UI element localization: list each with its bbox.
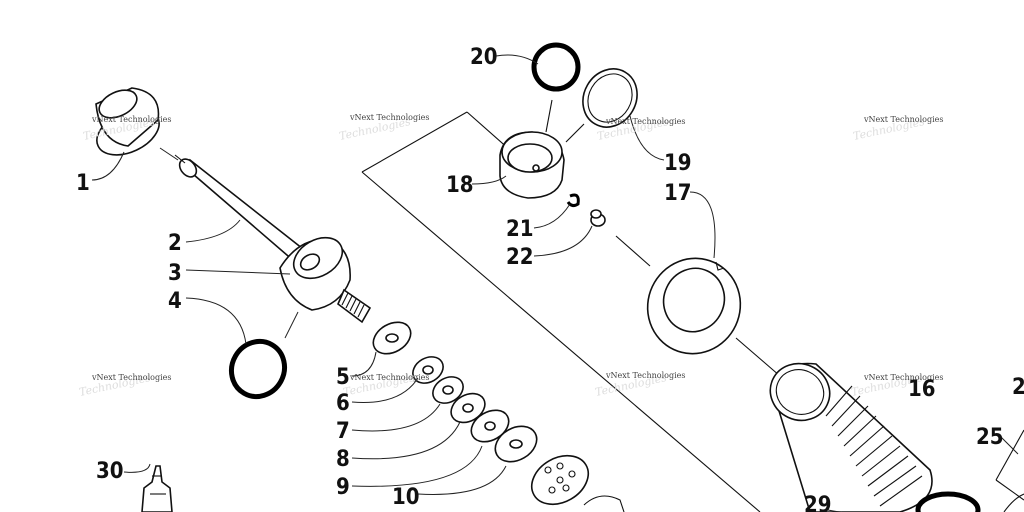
callout-2: 2 xyxy=(168,231,182,256)
part-4-o-ring xyxy=(228,311,299,400)
callout-21: 21 xyxy=(506,217,534,242)
part-3-piston-body xyxy=(279,236,372,324)
callout-2-partial: 2 xyxy=(1012,375,1024,400)
part-5-washer xyxy=(372,321,412,355)
assembly-frame xyxy=(361,111,761,512)
part-20-o-ring xyxy=(531,42,581,92)
callout-3: 3 xyxy=(168,261,182,286)
watermark-text: vNext Technologies xyxy=(349,373,429,382)
part-22-plug xyxy=(590,209,606,227)
part-18-reservoir-cap xyxy=(499,99,585,199)
part-1-cap xyxy=(95,87,160,156)
part-30-bottle xyxy=(141,465,173,512)
callout-22: 22 xyxy=(506,245,534,270)
callout-1: 1 xyxy=(76,171,90,196)
watermark-text: vNext Technologies xyxy=(91,373,171,382)
bottom-right-parts xyxy=(915,429,1024,512)
washer-stack xyxy=(372,321,538,463)
watermark-text: vNext Technologies xyxy=(863,115,943,124)
part-16-ribbed-body xyxy=(769,362,933,512)
callout-16: 16 xyxy=(908,377,936,402)
callout-30: 30 xyxy=(96,459,124,484)
part-6-washer xyxy=(412,356,444,384)
callouts: 1 2 3 4 5 6 7 8 9 10 16 17 18 19 20 21 2… xyxy=(76,45,1024,512)
callout-10: 10 xyxy=(392,485,420,510)
part-19-band xyxy=(582,68,638,128)
part-8-washer xyxy=(450,392,486,424)
callout-20: 20 xyxy=(470,45,498,70)
part-17-collar xyxy=(615,235,781,377)
part-9-washer xyxy=(470,409,510,443)
callout-25: 25 xyxy=(976,425,1004,450)
callout-6: 6 xyxy=(336,391,350,416)
part-7-washer xyxy=(432,376,464,404)
callout-9: 9 xyxy=(336,475,350,500)
part-21-clip xyxy=(566,193,580,208)
callout-18: 18 xyxy=(446,173,474,198)
valve-body xyxy=(530,454,625,512)
part-2-shaft xyxy=(174,154,314,270)
watermark-text: vNext Technologies xyxy=(349,113,429,122)
leader-lines xyxy=(91,54,1019,512)
part-10-washer xyxy=(494,425,538,463)
callout-5: 5 xyxy=(336,365,350,390)
callout-7: 7 xyxy=(336,419,350,444)
watermark-text: vNext Technologies xyxy=(863,373,943,382)
callout-19: 19 xyxy=(664,151,692,176)
callout-8: 8 xyxy=(336,447,350,472)
callout-29: 29 xyxy=(804,493,832,512)
callout-17: 17 xyxy=(664,181,692,206)
watermark-text: vNext Technologies xyxy=(605,371,685,380)
watermark-text: vNext Technologies xyxy=(605,117,685,126)
watermark-text: vNext Technologies xyxy=(91,115,171,124)
callout-4: 4 xyxy=(168,289,182,314)
